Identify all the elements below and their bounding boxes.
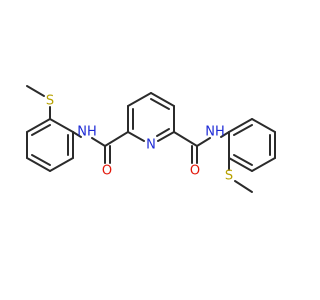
structure-svg: N NH NH O O S S [26,85,276,193]
right-amide [173,131,211,164]
right-amide-nh-label: NH [205,125,225,140]
left-methylthio [26,85,51,120]
right-phenyl-ring [220,118,276,172]
molecule-diagram: N NH NH O O S S [26,85,276,193]
right-methylthio [228,157,253,193]
left-phenyl-ring [26,118,82,172]
left-amide-nh-label: NH [77,125,97,140]
left-sulfur-label: S [46,94,54,109]
right-carbonyl-oxygen-label: O [190,164,200,179]
pyridine-nitrogen-label: N [146,138,156,153]
right-sulfur-label: S [225,169,233,184]
pyridine-ring [127,92,175,142]
left-carbonyl-oxygen-label: O [102,164,112,179]
left-amide [91,131,129,164]
